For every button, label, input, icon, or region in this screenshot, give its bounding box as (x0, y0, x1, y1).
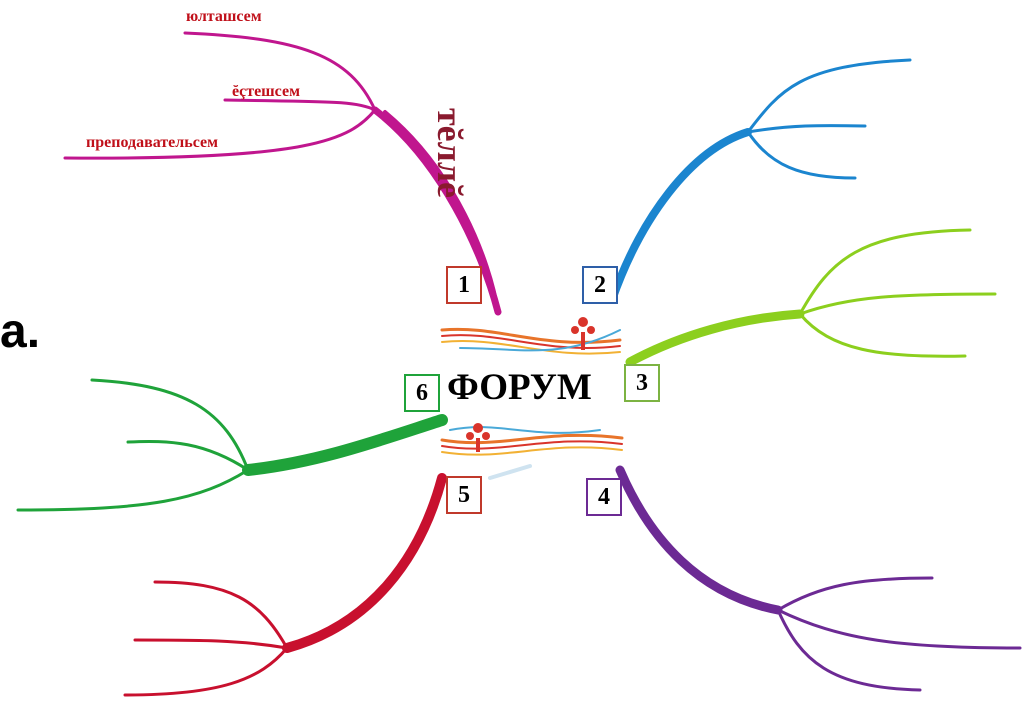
number-box-6: 6 (404, 374, 440, 412)
branch-1-leaf-line-2 (223, 98, 377, 112)
branch-1-leaf-line-3 (63, 108, 377, 160)
center-ribbon-bottom (440, 426, 624, 480)
ornament-bottom-icon (466, 423, 490, 452)
branch-3-leaf-line-2 (798, 292, 997, 316)
stray-letter: a. (0, 305, 41, 358)
branch-5-leaf-line-2 (133, 638, 289, 650)
number-box-5: 5 (446, 476, 482, 514)
branch-4-leaf-line-3 (776, 608, 922, 692)
branch-3-trunk (625, 309, 805, 367)
ornament-top-icon (571, 317, 595, 350)
number-box-3: 3 (624, 364, 660, 402)
branch-2-trunk (608, 128, 752, 304)
branch-2 (608, 58, 912, 304)
center-ribbon-top (440, 327, 622, 355)
leaf-label-2: ĕçтешсем (232, 83, 300, 100)
branch-5-leaf-line-3 (123, 646, 289, 697)
branch-2-leaf-line-2 (746, 124, 867, 134)
branch-4-trunk (615, 465, 783, 615)
branch-5 (123, 473, 447, 697)
branch-4 (615, 465, 1022, 692)
branch-3 (625, 228, 997, 367)
branch-5-trunk (282, 473, 447, 653)
branch-4-leaf-line-2 (776, 608, 1022, 650)
branch-6-trunk (242, 414, 448, 476)
branch-1-vertical-label: тĕллĕ (430, 108, 470, 199)
branch-6 (16, 378, 448, 512)
branch-6-leaf-line-1 (90, 378, 250, 472)
center-title: ФОРУМ (447, 367, 592, 408)
branch-6-leaf-line-3 (16, 468, 250, 512)
leaf-label-3: преподавательсем (86, 134, 218, 151)
branch-4-leaf-line-1 (776, 576, 934, 612)
branch-1 (63, 31, 502, 316)
branch-3-leaf-line-1 (798, 228, 972, 316)
branch-2-leaf-line-3 (746, 130, 857, 180)
number-box-4: 4 (586, 478, 622, 516)
branch-1-leaf-line-1 (183, 31, 377, 112)
leaf-label-1: юлташсем (186, 8, 262, 25)
branch-6-leaf-line-2 (126, 439, 250, 472)
branch-1-trunk (371, 106, 502, 316)
branch-2-leaf-line-1 (746, 58, 912, 134)
branch-3-leaf-line-3 (798, 312, 967, 358)
branch-5-leaf-line-1 (153, 580, 289, 650)
number-box-2: 2 (582, 266, 618, 304)
number-box-1: 1 (446, 266, 482, 304)
